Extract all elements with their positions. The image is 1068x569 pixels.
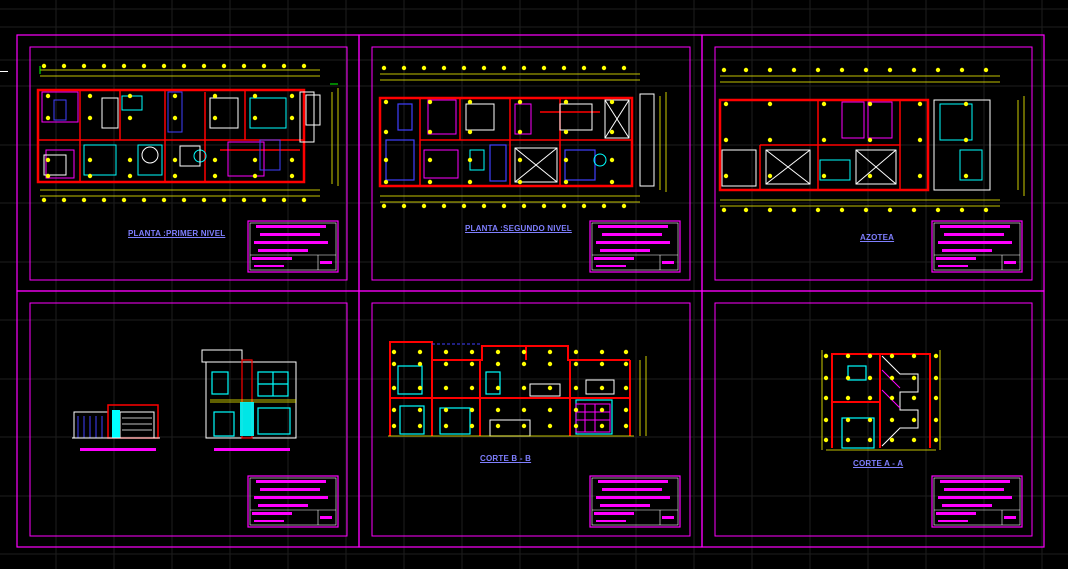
crosshair-cursor (0, 71, 8, 72)
title-block (589, 220, 681, 273)
title-blocks (247, 220, 1023, 528)
title-block (247, 220, 339, 273)
title-block (589, 475, 681, 528)
section-b-b[interactable] (388, 341, 647, 437)
inner-frames (29, 46, 1033, 537)
sheet-title-azotea: AZOTEA (860, 233, 895, 242)
title-block (931, 475, 1023, 528)
plan-first-floor[interactable] (36, 63, 339, 203)
title-block (247, 475, 339, 528)
plan-second-floor[interactable] (378, 65, 667, 209)
outer-frames (16, 34, 1045, 548)
roof-plan[interactable] (718, 67, 1025, 213)
sheet-title-planta-segundo-nivel: PLANTA :SEGUNDO NIVEL (465, 224, 572, 233)
sheet-title-corte-a-a: CORTE A - A (853, 459, 904, 468)
sheet-title-corte-b-b: CORTE B - B (480, 454, 532, 463)
elevations[interactable] (72, 349, 297, 451)
section-a-a[interactable] (821, 350, 941, 451)
sheet-title-planta-primer-nivel: PLANTA :PRIMER NIVEL (128, 229, 226, 238)
title-block (931, 220, 1023, 273)
